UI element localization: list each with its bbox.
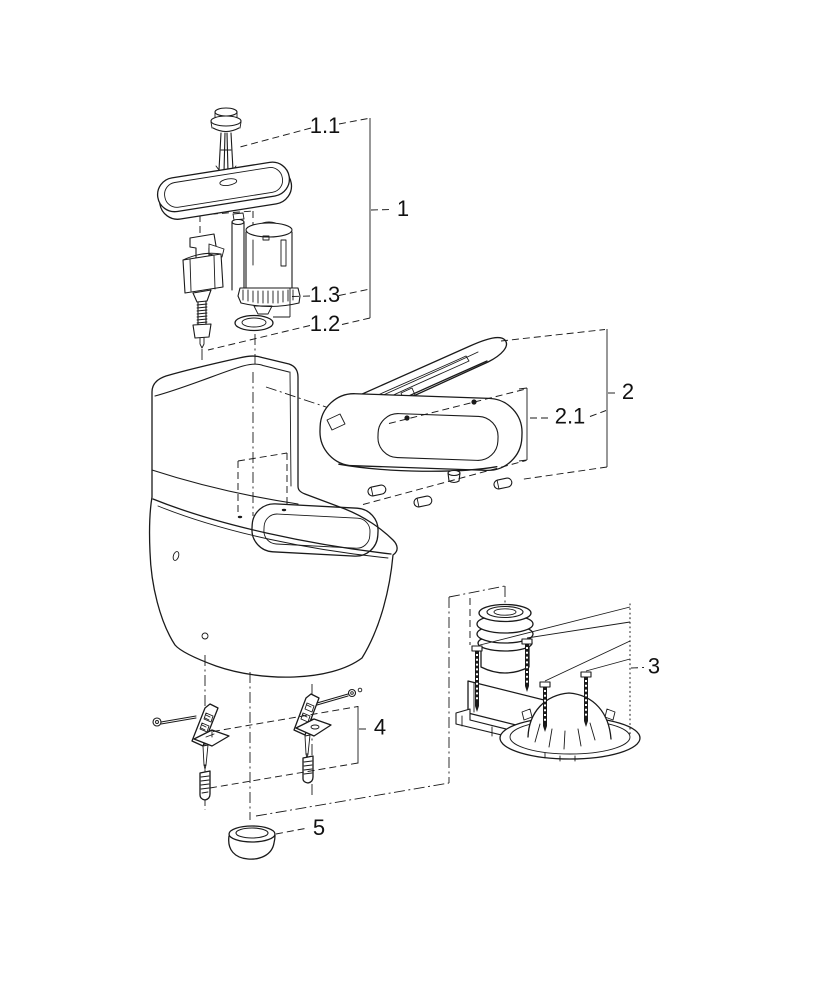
bolt	[471, 645, 483, 712]
callout-group-3: 3	[479, 603, 660, 737]
flush-valve-drawing	[231, 212, 301, 315]
part-label-1-3: 1.3	[310, 282, 341, 307]
callout-group-2-1: 2.1	[362, 387, 607, 505]
callout-group-1: 1 1.1	[239, 113, 409, 325]
cistern-lid-drawing	[156, 161, 293, 220]
valve-gasket-drawing	[234, 314, 274, 332]
seat-buffers-drawing	[367, 469, 513, 508]
sealing-cap-drawing	[228, 825, 276, 860]
part-label-1: 1	[397, 196, 409, 221]
seat-assembly-drawing	[319, 336, 523, 472]
part-label-5: 5	[313, 815, 325, 840]
toilet-body-drawing	[148, 355, 398, 678]
bolt	[539, 681, 551, 732]
part-label-1-1: 1.1	[310, 113, 341, 138]
outlet-connector-drawing	[455, 603, 641, 762]
fixing-bolts-drawing	[471, 638, 592, 732]
floor-bracket-right-drawing	[293, 687, 363, 759]
part-label-2-1: 2.1	[555, 403, 586, 428]
callout-group-1-2: 1.2	[207, 311, 341, 351]
callout-group-1-3: 1.3	[273, 282, 341, 318]
wall-plugs-drawing	[199, 755, 314, 801]
part-label-4: 4	[374, 714, 386, 739]
part-label-2: 2	[622, 379, 634, 404]
callout-group-5: 5	[275, 815, 325, 840]
seat-fixing-point-right	[471, 399, 477, 405]
bolt	[521, 638, 533, 692]
fill-valve-drawing	[182, 233, 225, 349]
part-label-3: 3	[648, 653, 660, 678]
floor-bracket-left-drawing	[152, 703, 230, 770]
bolt	[580, 671, 592, 727]
callout-group-2: 2	[500, 329, 634, 480]
callout-group-4: 4	[209, 706, 386, 789]
part-label-1-2: 1.2	[310, 311, 341, 336]
flush-button-drawing	[210, 107, 242, 173]
